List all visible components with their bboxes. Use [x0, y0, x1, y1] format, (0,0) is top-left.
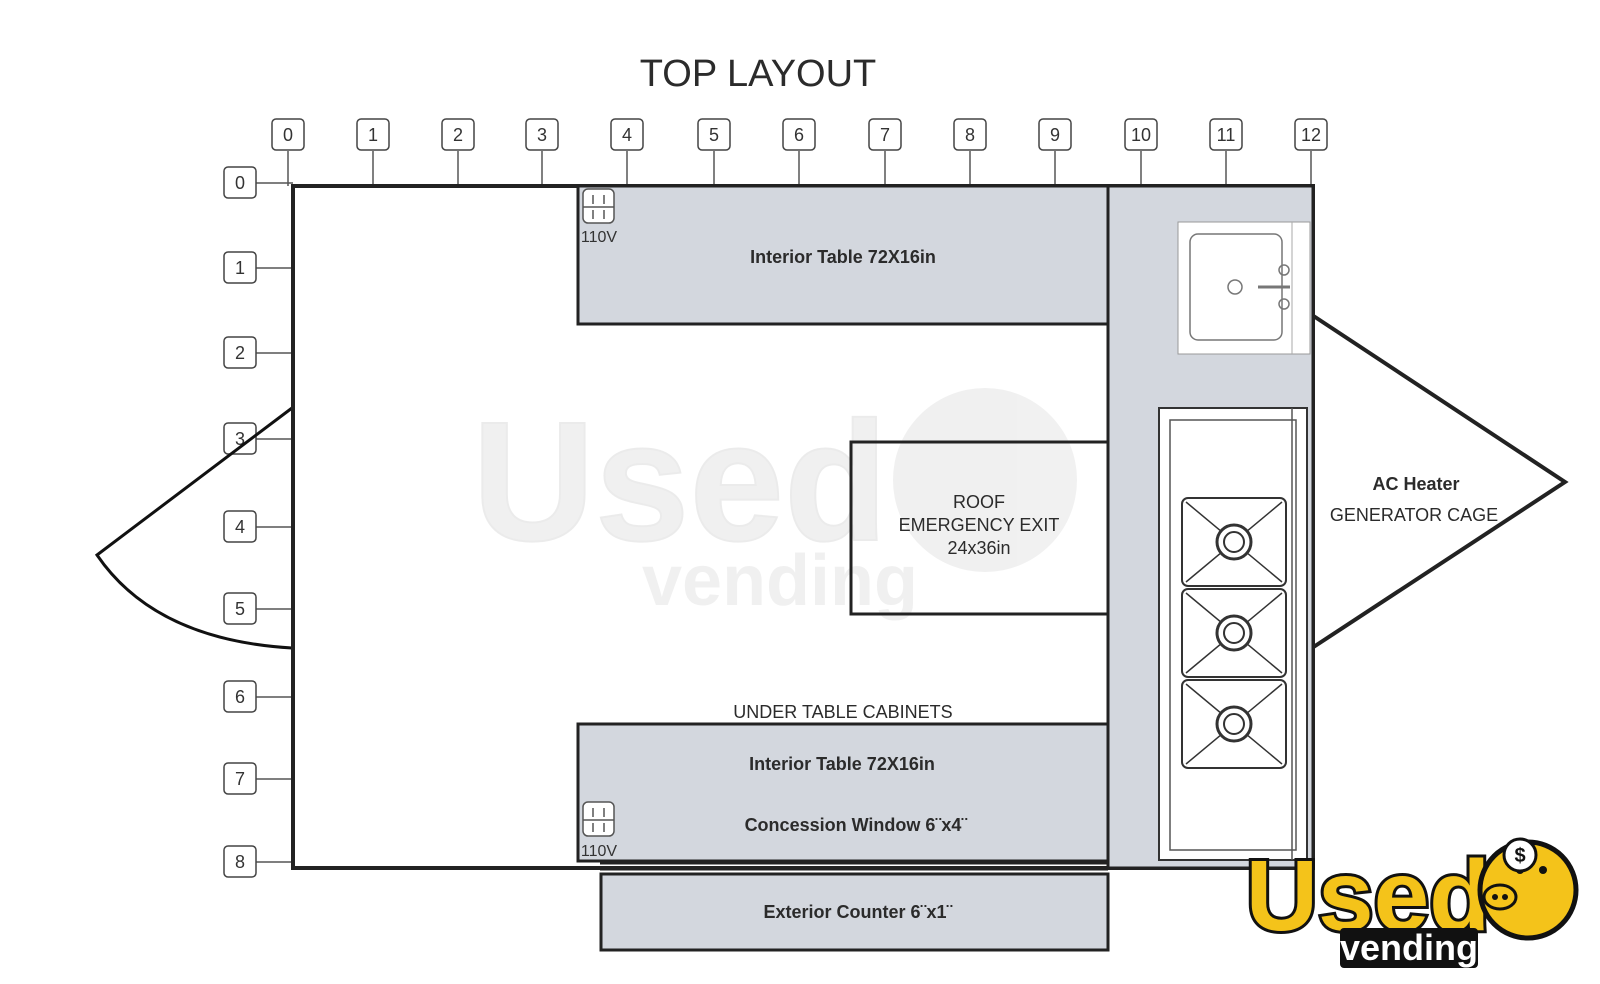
under-table-cabinets-label: UNDER TABLE CABINETS	[733, 702, 952, 722]
top-ruler-mark: 10	[1124, 118, 1158, 186]
top-ruler-label: 4	[622, 125, 632, 145]
top-ruler-mark: 12	[1294, 118, 1328, 186]
roof-exit-line1: ROOF	[953, 492, 1005, 512]
top-ruler-label: 9	[1050, 125, 1060, 145]
side-ruler-mark: 7	[223, 762, 293, 795]
entry-door-swing	[94, 406, 293, 650]
top-ruler-mark: 8	[953, 118, 987, 186]
exterior-counter-label: Exterior Counter 6¨x1¨	[763, 902, 952, 922]
side-ruler-mark: 2	[223, 336, 293, 369]
interior-table-top	[576, 184, 1110, 326]
top-ruler-mark: 0	[271, 118, 305, 186]
side-ruler-mark: 1	[223, 251, 293, 284]
top-ruler-label: 12	[1301, 125, 1321, 145]
side-ruler-mark: 5	[223, 592, 293, 625]
ac-heater-label: AC Heater	[1372, 474, 1459, 494]
top-ruler-label: 2	[453, 125, 463, 145]
top-ruler-mark: 2	[441, 118, 475, 186]
svg-text:$: $	[1514, 845, 1525, 867]
stove-fixture	[1158, 407, 1308, 861]
outlet-top-label: 110V	[581, 229, 618, 246]
side-ruler-label: 4	[235, 517, 245, 537]
top-ruler-label: 7	[880, 125, 890, 145]
faucet-knob-icon	[1278, 264, 1290, 276]
top-ruler-label: 3	[537, 125, 547, 145]
generator-cage-label: GENERATOR CAGE	[1330, 505, 1498, 525]
top-ruler-mark: 9	[1038, 118, 1072, 186]
watermark-word1: Used	[472, 387, 888, 577]
side-ruler: 0 1 2 3 4 5 6 7 8	[223, 166, 293, 878]
piggy-bank-icon: $	[1477, 837, 1579, 941]
side-ruler-label: 6	[235, 687, 245, 707]
roof-emergency-exit	[849, 440, 1110, 616]
top-ruler-label: 10	[1131, 125, 1151, 145]
side-ruler-label: 7	[235, 769, 245, 789]
top-ruler-mark: 11	[1209, 118, 1243, 186]
side-ruler-mark: 0	[223, 166, 293, 199]
watermark-word2: vending	[642, 541, 918, 621]
outlet-top-icon	[582, 188, 615, 224]
side-ruler-label: 2	[235, 343, 245, 363]
side-ruler-mark: 3	[223, 422, 293, 455]
side-ruler-mark: 8	[223, 845, 293, 878]
watermark-pig-icon	[893, 388, 1077, 572]
side-ruler-label: 8	[235, 852, 245, 872]
burner-icon	[1181, 497, 1287, 587]
top-ruler-mark: 5	[697, 118, 731, 186]
used-vending-logo: Used vending $	[1243, 837, 1579, 968]
top-ruler-label: 6	[794, 125, 804, 145]
side-ruler-label: 5	[235, 599, 245, 619]
burner-icon	[1181, 679, 1287, 769]
sink-fixture	[1177, 221, 1311, 355]
top-ruler-mark: 1	[356, 118, 390, 186]
interior-table-top-label: Interior Table 72X16in	[750, 247, 936, 267]
side-ruler-label: 3	[235, 429, 245, 449]
concession-window-label: Concession Window 6¨x4¨	[745, 815, 968, 835]
top-ruler-mark: 7	[868, 118, 902, 186]
top-ruler-label: 1	[368, 125, 378, 145]
side-ruler-mark: 4	[223, 510, 293, 543]
top-ruler-label: 0	[283, 125, 293, 145]
interior-table-bottom	[576, 722, 1110, 863]
outlet-bottom-icon	[582, 801, 615, 837]
top-ruler-mark: 3	[525, 118, 559, 186]
roof-exit-line3: 24x36in	[947, 538, 1010, 558]
watermark-logo: Used vending	[471, 386, 1077, 621]
interior-table-bottom-label: Interior Table 72X16in	[749, 754, 935, 774]
roof-exit-line2: EMERGENCY EXIT	[899, 515, 1060, 535]
top-ruler-mark: 4	[610, 118, 644, 186]
diagram-title: TOP LAYOUT	[640, 53, 877, 95]
side-ruler-mark: 6	[223, 680, 293, 713]
side-ruler-label: 1	[235, 258, 245, 278]
top-ruler-mark: 6	[782, 118, 816, 186]
burner-icon	[1181, 588, 1287, 678]
generator-cage-outline	[1310, 313, 1569, 650]
side-ruler-label: 0	[235, 173, 245, 193]
top-ruler-label: 11	[1217, 125, 1236, 145]
outlet-bottom-label: 110V	[581, 843, 618, 860]
sink-drain-icon	[1227, 279, 1243, 295]
coin-icon	[1502, 837, 1538, 873]
exterior-counter	[599, 872, 1110, 952]
top-ruler-label: 5	[709, 125, 719, 145]
top-ruler-label: 8	[965, 125, 975, 145]
faucet-knob-icon	[1278, 298, 1290, 310]
logo-word2: vending	[1340, 927, 1478, 968]
